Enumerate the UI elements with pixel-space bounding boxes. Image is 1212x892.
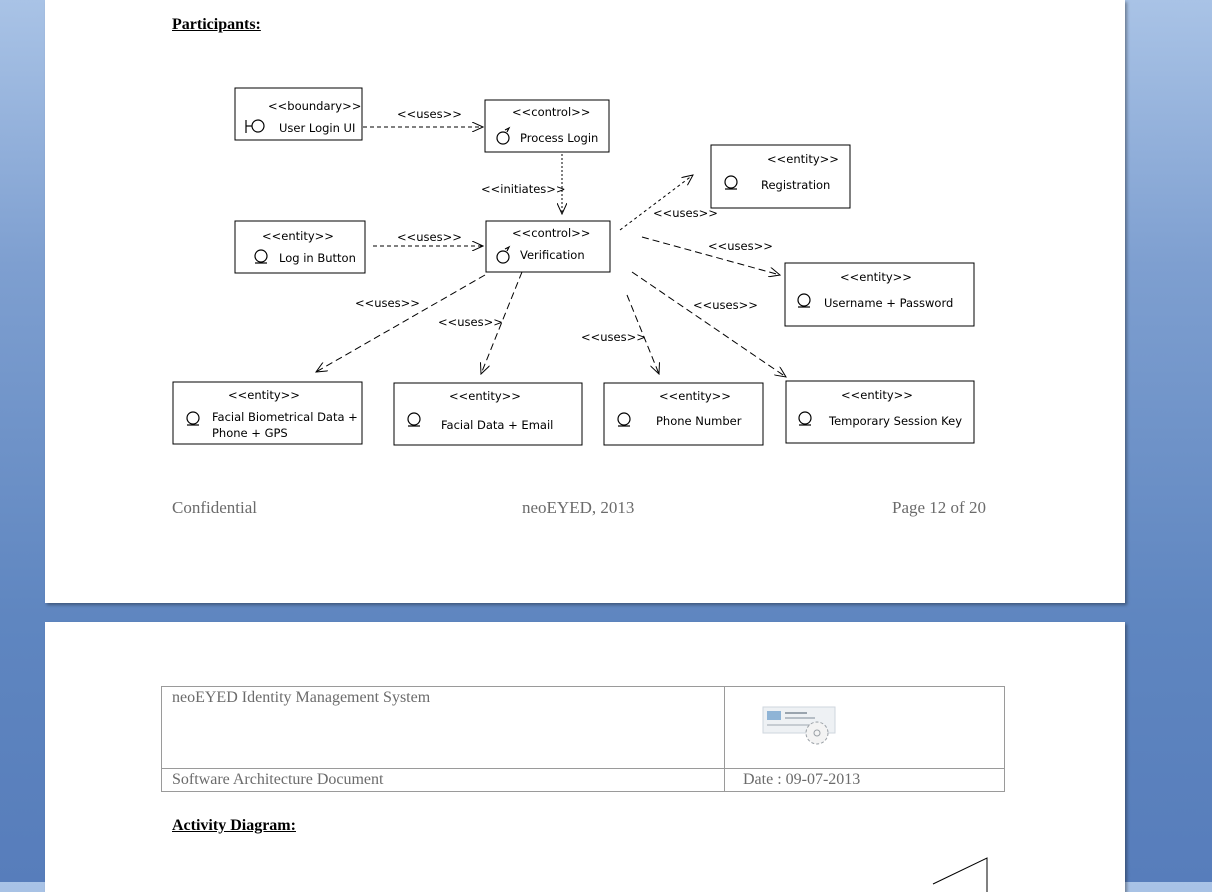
- stereotype-label: <<boundary>>: [268, 99, 361, 113]
- box-name: Process Login: [520, 131, 598, 145]
- entity-icon: [617, 412, 631, 427]
- box-registration: <<entity>> Registration: [710, 144, 851, 209]
- box-name: Facial Data + Email: [441, 418, 553, 432]
- footer-page-number: Page 12 of 20: [892, 498, 986, 517]
- box-name-line1: Facial Biometrical Data +: [212, 410, 358, 424]
- document-page-13: neoEYED Identity Management System Softw…: [45, 622, 1125, 892]
- entity-icon: [254, 249, 268, 264]
- box-verification: <<control>> Verification: [485, 220, 611, 273]
- document-header-table: neoEYED Identity Management System Softw…: [161, 686, 1005, 792]
- company-logo-icon: [762, 706, 836, 745]
- edge-verification-phone: [626, 294, 659, 374]
- box-facial-biometrical-data: <<entity>> Facial Biometrical Data + Pho…: [172, 381, 363, 445]
- control-icon: [496, 126, 511, 145]
- stereotype-label: <<entity>>: [659, 389, 731, 403]
- footer-company-year: neoEYED, 2013: [522, 498, 635, 517]
- edge-label-uses-session: <<uses>>: [693, 298, 758, 312]
- participants-diagram: <<uses>> <<initiates>> <<uses>> <<uses>>…: [172, 87, 975, 446]
- box-process-login: <<control>> Process Login: [484, 99, 610, 153]
- entity-icon: [798, 411, 812, 426]
- entity-icon: [407, 412, 421, 427]
- edge-label-uses-2: <<uses>>: [397, 230, 462, 244]
- edge-label-uses-1: <<uses>>: [397, 107, 462, 121]
- participants-heading: Participants:: [172, 16, 261, 33]
- box-log-in-button: <<entity>> Log in Button: [234, 220, 366, 274]
- header-document-name: Software Architecture Document: [161, 768, 725, 792]
- box-name: Phone Number: [656, 414, 742, 428]
- stereotype-label: <<entity>>: [449, 389, 521, 403]
- edge-label-uses-biometric: <<uses>>: [355, 296, 420, 310]
- edge-verification-userpass: [641, 236, 780, 275]
- entity-icon: [797, 293, 811, 308]
- box-name: Username + Password: [824, 296, 953, 310]
- box-name: Temporary Session Key: [828, 414, 962, 428]
- box-name: User Login UI: [279, 121, 355, 135]
- activity-diagram-fragment: [932, 857, 988, 892]
- footer-confidential: Confidential: [172, 498, 257, 517]
- edge-verification-facial: [481, 271, 523, 374]
- edge-verification-session: [631, 271, 786, 377]
- box-facial-data-email: <<entity>> Facial Data + Email: [393, 382, 583, 446]
- edge-verification-registration: [619, 175, 693, 231]
- edge-label-initiates: <<initiates>>: [481, 182, 566, 196]
- activity-diagram-heading: Activity Diagram:: [172, 817, 296, 834]
- document-page-12: Participants: <<uses>> <<initiates>> <<u…: [45, 0, 1125, 603]
- control-icon: [496, 245, 511, 264]
- box-name: Verification: [520, 248, 585, 262]
- entity-icon: [724, 175, 738, 190]
- edge-label-uses-registration: <<uses>>: [653, 206, 718, 220]
- entity-icon: [186, 411, 200, 426]
- header-logo-cell: [724, 686, 1005, 769]
- header-date: Date : 09-07-2013: [724, 768, 1005, 792]
- edge-label-uses-facial: <<uses>>: [438, 315, 503, 329]
- header-system-name: neoEYED Identity Management System: [161, 686, 725, 769]
- edge-label-uses-userpass: <<uses>>: [708, 239, 773, 253]
- box-name: Registration: [761, 178, 830, 192]
- box-temporary-session-key: <<entity>> Temporary Session Key: [785, 380, 975, 444]
- box-phone-number: <<entity>> Phone Number: [603, 382, 764, 446]
- stereotype-label: <<control>>: [512, 226, 590, 240]
- box-user-login-ui: <<boundary>> User Login UI: [234, 87, 363, 141]
- box-name: Log in Button: [279, 251, 356, 265]
- stereotype-label: <<entity>>: [228, 388, 300, 402]
- box-name-line2: Phone + GPS: [212, 426, 288, 440]
- stereotype-label: <<entity>>: [840, 270, 912, 284]
- stereotype-label: <<entity>>: [841, 388, 913, 402]
- box-username-password: <<entity>> Username + Password: [784, 262, 975, 327]
- stereotype-label: <<entity>>: [262, 229, 334, 243]
- stereotype-label: <<control>>: [512, 105, 590, 119]
- boundary-icon: [245, 119, 265, 133]
- edge-label-uses-phone: <<uses>>: [581, 330, 646, 344]
- stereotype-label: <<entity>>: [767, 152, 839, 166]
